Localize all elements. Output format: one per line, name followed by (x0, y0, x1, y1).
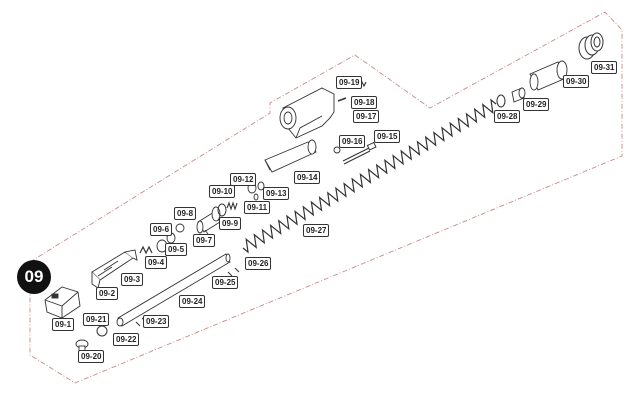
part-label-09-25: 09-25 (212, 276, 239, 289)
part-09-29-drawing (511, 87, 526, 103)
part-label-09-18: 09-18 (351, 96, 378, 109)
part-label-09-27: 09-27 (303, 224, 330, 237)
part-label-09-3: 09-3 (121, 273, 144, 286)
part-label-09-24: 09-24 (179, 295, 206, 308)
boundary-outline (29, 11, 623, 384)
part-label-09-9: 09-9 (219, 217, 242, 230)
part-label-09-30: 09-30 (563, 75, 590, 88)
part-label-09-16: 09-16 (339, 135, 366, 148)
part-label-09-26: 09-26 (245, 257, 272, 270)
part-label-09-21: 09-21 (83, 313, 110, 326)
part-label-09-17: 09-17 (353, 110, 380, 123)
part-label-09-20: 09-20 (78, 350, 105, 363)
part-label-09-5: 09-5 (165, 243, 188, 256)
part-label-09-6: 09-6 (150, 223, 173, 236)
part-label-09-28: 09-28 (494, 110, 521, 123)
part-label-09-23: 09-23 (143, 315, 170, 328)
part-label-09-19: 09-19 (336, 76, 363, 89)
part-label-09-13: 09-13 (263, 187, 290, 200)
part-09-28-drawing (496, 94, 506, 108)
part-label-09-31: 09-31 (591, 61, 618, 74)
part-label-09-8: 09-8 (174, 207, 197, 220)
part-09-9-drawing (217, 203, 227, 217)
part-label-09-12: 09-12 (230, 173, 257, 186)
part-label-09-22: 09-22 (113, 333, 140, 346)
part-09-15-drawing (342, 141, 377, 165)
part-09-3-drawing (139, 245, 153, 255)
part-09-21-drawing (96, 325, 108, 337)
valve-parts-drawing (247, 181, 265, 201)
part-label-09-10: 09-10 (209, 185, 236, 198)
part-09-1-drawing (44, 286, 81, 319)
part-label-09-4: 09-4 (145, 256, 168, 269)
part-09-30-drawing (529, 60, 568, 91)
part-09-27-drawing (242, 98, 497, 254)
part-09-18-drawing (337, 97, 347, 102)
part-09-20-drawing (75, 339, 89, 352)
small-parts-drawing (156, 223, 185, 253)
part-09-31-drawing (578, 32, 604, 60)
part-09-25-drawing (227, 267, 240, 277)
part-label-09-1: 09-1 (52, 318, 75, 331)
part-09-16-drawing (333, 146, 341, 154)
part-09-10-drawing (226, 201, 238, 211)
part-label-09-11: 09-11 (244, 201, 271, 214)
part-09-2-drawing (91, 249, 138, 289)
part-09-8-drawing (196, 206, 221, 234)
part-09-17-drawing (279, 87, 335, 139)
part-label-09-14: 09-14 (294, 171, 321, 184)
section-number-badge: 09 (17, 260, 51, 294)
part-label-09-2: 09-2 (96, 287, 119, 300)
part-label-09-15: 09-15 (374, 130, 401, 143)
part-label-09-7: 09-7 (193, 234, 216, 247)
part-label-09-29: 09-29 (523, 98, 550, 111)
part-09-14-drawing (264, 139, 317, 173)
part-09-24-drawing (116, 253, 231, 327)
